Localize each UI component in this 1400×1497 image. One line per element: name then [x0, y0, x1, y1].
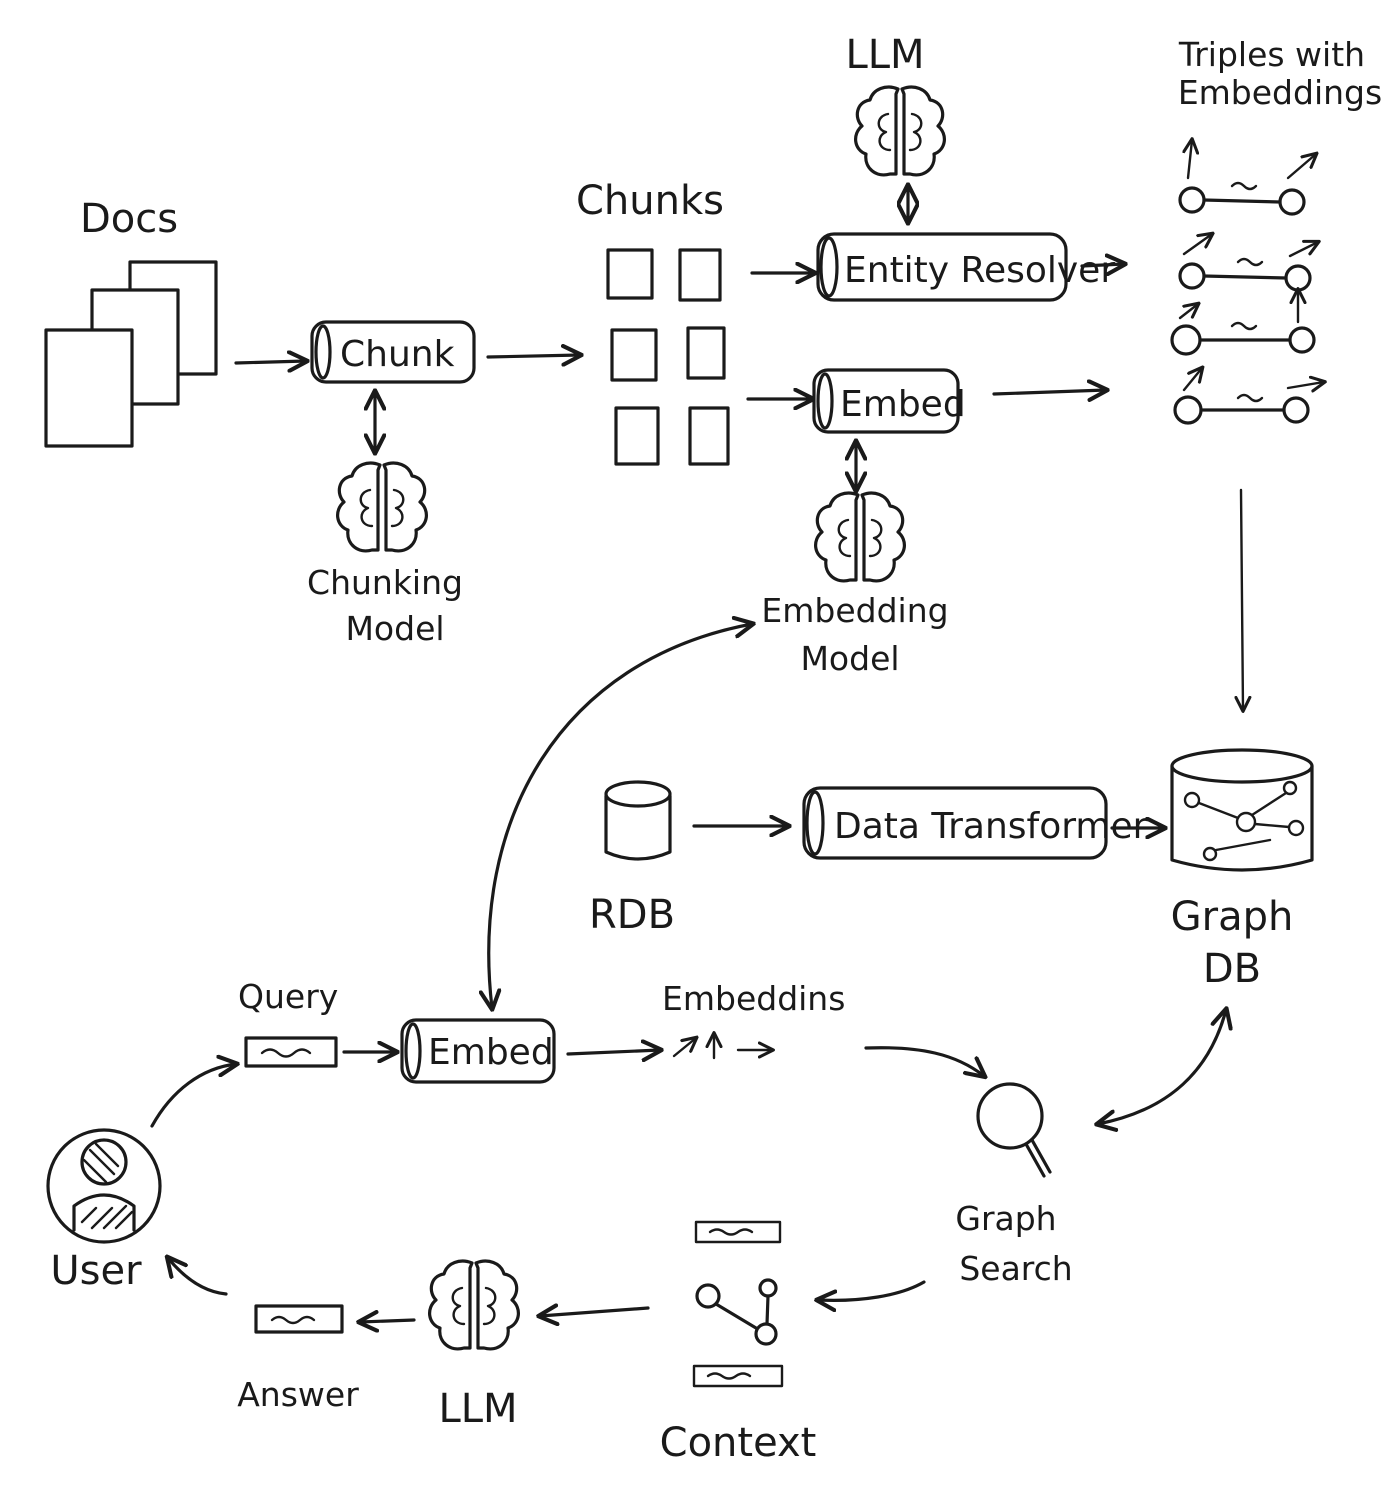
- embeddings-label: Embeddins: [662, 979, 845, 1018]
- answer-textbox: [254, 1304, 344, 1334]
- arrow-user-query: [150, 1064, 236, 1128]
- docs-node: Docs: [44, 196, 218, 448]
- triple-3: [1170, 290, 1316, 356]
- context-graph-icon: [695, 1278, 778, 1346]
- context-textbox-1: [694, 1220, 782, 1244]
- chunking-model-brain-icon: [335, 461, 429, 553]
- embed-top-label: Embed: [840, 384, 966, 425]
- magnifier-icon: [976, 1082, 1044, 1150]
- chunk-label: Chunk: [340, 334, 455, 375]
- triple-1: [1178, 140, 1316, 216]
- arrow-answer-user: [168, 1258, 228, 1296]
- arrow-search-graphdb: [1098, 1010, 1226, 1124]
- context-label: Context: [660, 1420, 817, 1466]
- arrow-docs-chunk: [234, 361, 306, 363]
- chunks-node: Chunks: [576, 178, 730, 466]
- arrow-embed-triples: [992, 390, 1106, 394]
- triple-2: [1178, 234, 1318, 292]
- docs-label: Docs: [80, 196, 178, 242]
- triple-4: [1173, 368, 1324, 425]
- user-avatar-icon: [46, 1128, 162, 1244]
- arrow-resolver-triples: [1080, 264, 1124, 266]
- query-node: Query: [238, 977, 338, 1068]
- arrow-search-context: [818, 1280, 926, 1300]
- arrow-chunk-chunks: [486, 355, 580, 357]
- query-label: Query: [238, 977, 338, 1016]
- context-node: Context: [660, 1220, 817, 1466]
- llm-top-node: LLM: [845, 32, 947, 177]
- arrow-triples-graphdb: [1241, 488, 1243, 710]
- embed-bottom-process: Embed: [400, 1018, 556, 1084]
- entity-resolver-label: Entity Resolver: [844, 250, 1115, 291]
- rdb-label: RDB: [589, 892, 675, 938]
- arrow-context-llm: [540, 1308, 650, 1316]
- arrow-embeddings-search: [864, 1046, 984, 1076]
- embed-bottom-label: Embed: [428, 1032, 554, 1073]
- answer-node: Answer: [237, 1304, 359, 1414]
- llm-bottom-brain-icon: [427, 1259, 521, 1351]
- chunks-label: Chunks: [576, 178, 724, 224]
- doc-page-1: [44, 328, 134, 448]
- embed-top-process: Embed: [812, 368, 966, 434]
- llm-bottom-label: LLM: [438, 1386, 517, 1432]
- embedding-model-brain-icon: [813, 491, 907, 583]
- context-textbox-2: [692, 1364, 784, 1388]
- answer-label: Answer: [237, 1375, 359, 1414]
- llm-bottom-node: LLM: [427, 1259, 521, 1432]
- data-transformer-process: Data Transformer: [802, 786, 1148, 860]
- user-label: User: [50, 1248, 142, 1294]
- graph-db-graph-icon: [1183, 780, 1305, 862]
- query-textbox: [244, 1036, 338, 1068]
- user-node: User: [46, 1128, 162, 1294]
- arrow-embed-embeddingmodel: [489, 624, 752, 1008]
- arrow-embed-embeddings: [566, 1050, 660, 1054]
- entity-resolver-process: Entity Resolver: [816, 232, 1115, 302]
- llm-top-brain-icon: [853, 85, 947, 177]
- llm-top-label: LLM: [845, 32, 924, 78]
- data-transformer-label: Data Transformer: [834, 806, 1148, 847]
- chunk-process: Chunk: [310, 320, 476, 384]
- arrow-llm-answer: [360, 1320, 416, 1322]
- rdb-node: RDB: [589, 780, 675, 938]
- embeddings-node: Embeddins: [662, 979, 845, 1060]
